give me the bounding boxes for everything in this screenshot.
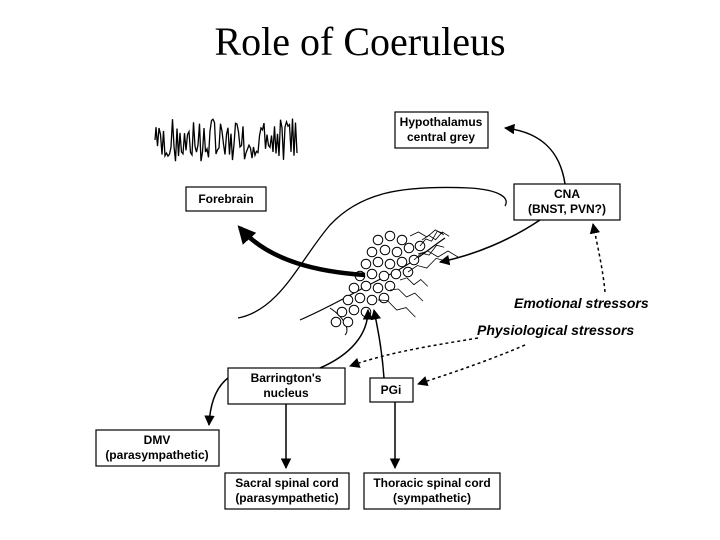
sacral-box: Sacral spinal cord (parasympathetic) [224,472,350,510]
pgi-label: PGi [381,383,402,397]
neuron-cell [378,292,390,304]
neuron-cell [384,280,396,292]
neuron-cell [378,270,390,282]
emotional-stressors-label: Emotional stressors [514,295,649,311]
barrington-label-line2: nucleus [263,386,309,400]
cna-label-line2: (BNST, PVN?) [528,202,606,216]
dendrite [399,277,429,287]
arrow-physio-to-barrington [349,337,479,368]
hypothalamus-label-line1: Hypothalamus [400,115,483,129]
dendrite [377,299,416,318]
slide-title: Role of Coeruleus [214,19,506,64]
arrow-barrington-to-dmv [204,377,229,427]
physiological-stressors-label: Physiological stressors [477,322,634,338]
arrow-emotional-to-cna [589,222,606,293]
neural-firing-trace [154,118,298,162]
dendrite [417,250,459,258]
dmv-label-line1: DMV [144,433,171,447]
sacral-label-line1: Sacral spinal cord [235,476,338,490]
hypothalamus-label-line2: central grey [407,130,475,144]
thoracic-box: Thoracic spinal cord (sympathetic) [363,472,501,510]
sacral-label-line2: (parasympathetic) [235,491,338,505]
arrow-cna-to-hypothalamus [503,123,566,185]
neuron-cell [354,292,366,304]
neuron-cell [342,294,354,306]
cna-box: CNA (BNST, PVN?) [513,183,621,221]
neuron-cell [391,246,403,258]
neuron-cell [396,256,408,268]
forebrain-box: Forebrain [185,186,267,212]
arrows [204,123,606,470]
neuron-cell [396,234,408,246]
neuron-cell [342,316,354,328]
neuron-cell [372,256,384,268]
arrow-cna-to-lc [438,219,541,266]
neuron-cell [360,306,372,318]
neuron-cell [360,258,372,270]
dmv-box: DMV (parasympathetic) [95,429,220,467]
dendrite [413,244,445,261]
neuron-cell [372,234,384,246]
neuron-cell [366,294,378,306]
neuron-cell [372,282,384,294]
barrington-label-line1: Barrington's [251,371,322,385]
neuron-cell [384,258,396,270]
neuron-cell [390,268,402,280]
neuron-cell [384,230,396,242]
neuron-cell [360,280,372,292]
dendrite [409,229,445,238]
dendrite [389,288,424,302]
neuron-cell [348,282,360,294]
arrow-pgi-to-lc [370,308,385,379]
arrow-barrington-to-lc [319,308,374,369]
forebrain-label: Forebrain [198,192,253,206]
neuron-cell [366,246,378,258]
thoracic-label-line2: (sympathetic) [393,491,471,505]
dmv-label-line2: (parasympathetic) [105,448,208,462]
neuron-cell [336,306,348,318]
neuron-dendrites [377,229,459,318]
neuron-cell [379,244,391,256]
neuron-cell [348,304,360,316]
barrington-box: Barrington's nucleus [227,367,346,405]
neuron-cell [330,316,342,328]
arrow-physio-to-pgi [417,344,526,387]
neuron-cell [366,268,378,280]
arrow-lc-to-forebrain [237,225,366,278]
thoracic-label-line1: Thoracic spinal cord [373,476,490,490]
hypothalamus-box: Hypothalamus central grey [394,111,489,149]
brainstem-outline [237,186,507,336]
neuron-cell [403,242,415,254]
cna-label-line1: CNA [554,187,580,201]
pgi-box: PGi [369,377,414,403]
